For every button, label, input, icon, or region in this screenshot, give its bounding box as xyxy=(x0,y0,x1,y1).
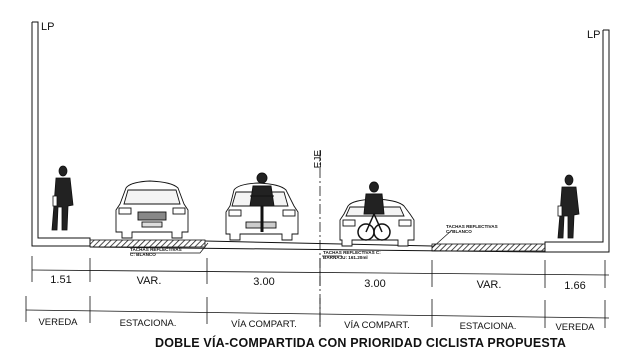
lane-label-sidewalk-right: VEREDA xyxy=(555,322,595,333)
lane-label-shared-lane-right: VÍA COMPART. xyxy=(344,320,410,331)
cyclist-car-left-icon xyxy=(225,172,299,241)
dimension-value-sidewalk-right: 1.66 xyxy=(564,280,586,292)
reflective-studs-note-center: TACHAS REFLECTIVAS C:BARNAJU: 161.20ml xyxy=(323,250,381,261)
lane-label-parking-left: ESTACIONA. xyxy=(119,318,177,329)
right-property-wall xyxy=(544,29,610,253)
diagram-title: DOBLE VÍA-COMPARTIDA CON PRIORIDAD CICLI… xyxy=(155,336,567,350)
dimension-value-parking-left: VAR. xyxy=(136,275,162,287)
dimension-value-shared-lane-left: 3.00 xyxy=(253,276,275,288)
lane-label-shared-lane-left: VÍA COMPART. xyxy=(231,319,297,330)
dimension-line-bottom xyxy=(25,296,610,328)
road-surface xyxy=(89,239,546,253)
axis-label: EJE xyxy=(313,150,324,169)
lane-label-parking-right: ESTACIONA. xyxy=(459,321,517,332)
dimension-value-parking-right: VAR. xyxy=(476,279,502,291)
pedestrian-left-icon xyxy=(51,165,74,231)
property-line-label-left: LP xyxy=(41,21,55,33)
lane-label-sidewalk-left: VEREDA xyxy=(38,317,78,328)
dimension-value-sidewalk-left: 1.51 xyxy=(50,274,72,286)
dimension-line-top xyxy=(31,256,610,288)
left-property-wall xyxy=(31,21,91,247)
parked-car-left-icon xyxy=(115,180,189,239)
note-leaders xyxy=(130,229,453,257)
dimension-value-shared-lane-right: 3.00 xyxy=(364,278,386,290)
pedestrian-right-icon xyxy=(557,174,580,239)
property-line-label-right: LP xyxy=(587,29,601,41)
cyclist-car-right-icon xyxy=(339,181,415,247)
